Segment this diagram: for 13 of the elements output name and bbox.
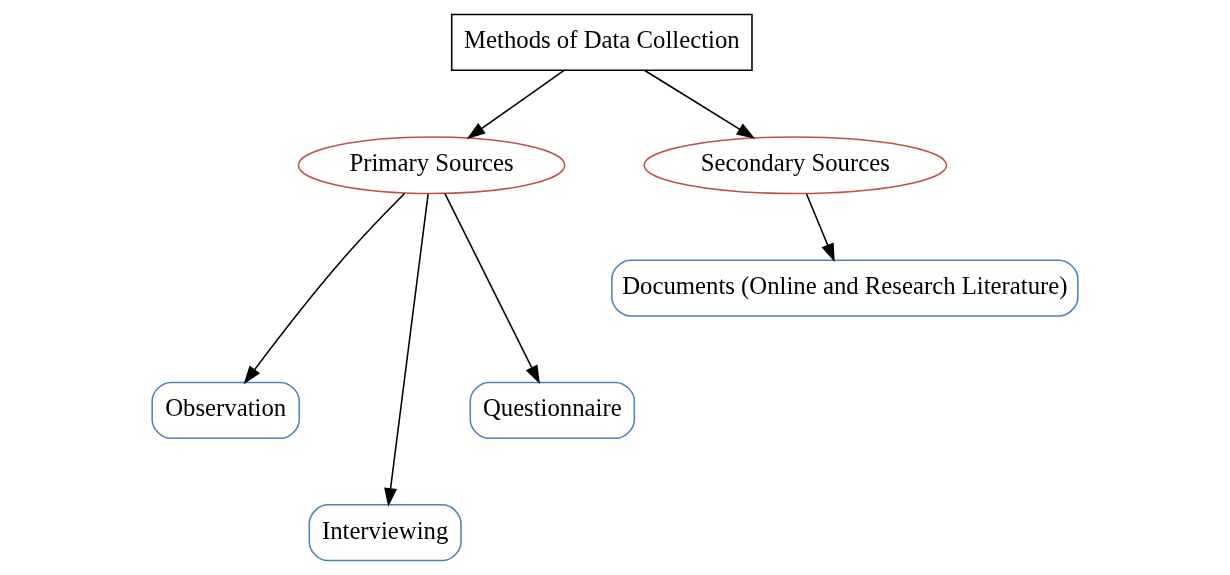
arrow (444, 192, 540, 384)
arrow (243, 192, 406, 385)
node-box: Interviewing (308, 504, 462, 562)
node-ellipse: Primary Sources (297, 136, 566, 195)
node-ellipse: Secondary Sources (643, 136, 948, 195)
arrow (384, 193, 429, 507)
node-box: Methods of Data Collection (450, 13, 753, 71)
node-box: Observation (151, 381, 300, 439)
arrow (644, 69, 756, 139)
node-box: Documents (Online and Research Literature) (611, 259, 1079, 317)
node-box: Questionnaire (469, 381, 636, 439)
arrow (466, 69, 565, 139)
arrow (805, 193, 835, 263)
